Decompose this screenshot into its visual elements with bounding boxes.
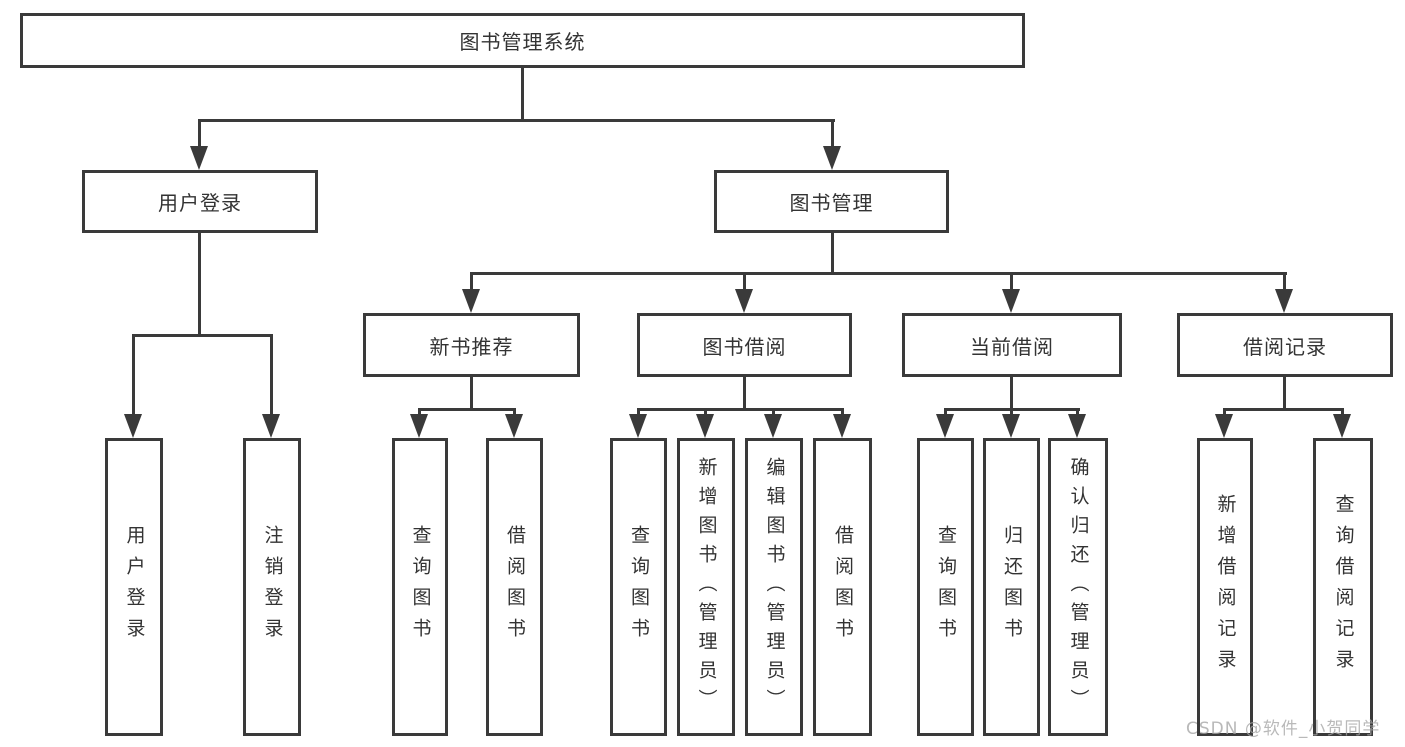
arrow-down-icon <box>833 414 851 438</box>
leaf-add-borrow-record: 新增借阅记录 <box>1197 438 1253 736</box>
arrow-down-icon <box>410 414 428 438</box>
node-user-login: 用户登录 <box>82 170 318 233</box>
arrow-down-icon <box>190 146 208 170</box>
leaf-borrow-book-2-label: 借阅图书 <box>832 525 854 649</box>
node-root-label: 图书管理系统 <box>459 30 586 54</box>
leaf-confirm-return-admin-label: 确认归还（管理员） <box>1067 456 1090 718</box>
connector-to-user-login <box>198 119 201 163</box>
arrow-down-icon <box>1002 414 1020 438</box>
connector-to-leaf <box>132 334 135 428</box>
arrow-down-icon <box>629 414 647 438</box>
connector-level3-rail <box>470 272 1287 275</box>
connector-borrow-records-rail <box>1223 408 1344 411</box>
arrow-down-icon <box>1002 289 1020 313</box>
arrow-down-icon <box>1333 414 1351 438</box>
connector-new-book-rail <box>418 408 516 411</box>
connector-new-book-stem <box>470 377 473 411</box>
node-current-borrow-label: 当前借阅 <box>970 334 1054 359</box>
connector-root-stem <box>521 68 524 120</box>
connector-book-mgmt-stem <box>831 233 834 275</box>
connector-book-borrow-rail <box>637 408 844 411</box>
node-book-mgmt: 图书管理 <box>714 170 949 233</box>
leaf-query-borrow-record-label: 查询借阅记录 <box>1332 494 1355 680</box>
node-new-book-recommend-label: 新书推荐 <box>429 334 514 359</box>
node-book-borrow: 图书借阅 <box>637 313 852 377</box>
leaf-query-book-3-label: 查询图书 <box>935 525 957 649</box>
leaf-add-borrow-record-label: 新增借阅记录 <box>1214 494 1237 680</box>
connector-current-borrow-stem <box>1010 377 1013 411</box>
arrow-down-icon <box>505 414 523 438</box>
leaf-query-book-1-label: 查询图书 <box>409 525 432 649</box>
leaf-confirm-return-admin: 确认归还（管理员） <box>1048 438 1108 736</box>
node-root: 图书管理系统 <box>20 13 1025 68</box>
leaf-add-book-admin: 新增图书（管理员） <box>677 438 735 736</box>
arrow-down-icon <box>1275 289 1293 313</box>
leaf-add-book-admin-label: 新增图书（管理员） <box>695 456 718 718</box>
leaf-borrow-book-1-label: 借阅图书 <box>504 525 526 649</box>
connector-to-book-mgmt <box>831 119 834 163</box>
node-borrow-records-label: 借阅记录 <box>1243 334 1327 359</box>
connector-user-login-stem <box>198 233 201 337</box>
arrow-down-icon <box>262 414 280 438</box>
arrow-down-icon <box>1068 414 1086 438</box>
leaf-user-login: 用户登录 <box>105 438 163 736</box>
connector-user-login-rail <box>132 334 273 337</box>
leaf-return-book-label: 归还图书 <box>1001 525 1023 649</box>
leaf-edit-book-admin: 编辑图书（管理员） <box>745 438 803 736</box>
connector-book-borrow-stem <box>743 377 746 411</box>
arrow-down-icon <box>764 414 782 438</box>
node-borrow-records: 借阅记录 <box>1177 313 1393 377</box>
node-book-borrow-label: 图书借阅 <box>702 334 787 359</box>
leaf-borrow-book-1: 借阅图书 <box>486 438 543 736</box>
node-current-borrow: 当前借阅 <box>902 313 1122 377</box>
connector-to-leaf <box>270 334 273 428</box>
leaf-query-book-2-label: 查询图书 <box>628 525 650 649</box>
leaf-return-book: 归还图书 <box>983 438 1040 736</box>
node-new-book-recommend: 新书推荐 <box>363 313 580 377</box>
connector-level1-rail <box>198 119 835 122</box>
arrow-down-icon <box>1215 414 1233 438</box>
leaf-query-book-3: 查询图书 <box>917 438 974 736</box>
leaf-query-borrow-record: 查询借阅记录 <box>1313 438 1373 736</box>
leaf-edit-book-admin-label: 编辑图书（管理员） <box>763 456 786 718</box>
arrow-down-icon <box>735 289 753 313</box>
connector-borrow-records-stem <box>1283 377 1286 411</box>
arrow-down-icon <box>823 146 841 170</box>
arrow-down-icon <box>462 289 480 313</box>
leaf-user-login-label: 用户登录 <box>123 525 146 649</box>
leaf-logout-label: 注销登录 <box>261 525 284 649</box>
arrow-down-icon <box>124 414 142 438</box>
leaf-query-book-2: 查询图书 <box>610 438 667 736</box>
arrow-down-icon <box>696 414 714 438</box>
node-user-login-label: 用户登录 <box>158 191 242 215</box>
leaf-borrow-book-2: 借阅图书 <box>813 438 872 736</box>
leaf-logout: 注销登录 <box>243 438 301 736</box>
node-book-mgmt-label: 图书管理 <box>789 191 874 215</box>
leaf-query-book-1: 查询图书 <box>392 438 448 736</box>
arrow-down-icon <box>936 414 954 438</box>
csdn-watermark: CSDN @软件_小贺同学 <box>1186 719 1381 739</box>
